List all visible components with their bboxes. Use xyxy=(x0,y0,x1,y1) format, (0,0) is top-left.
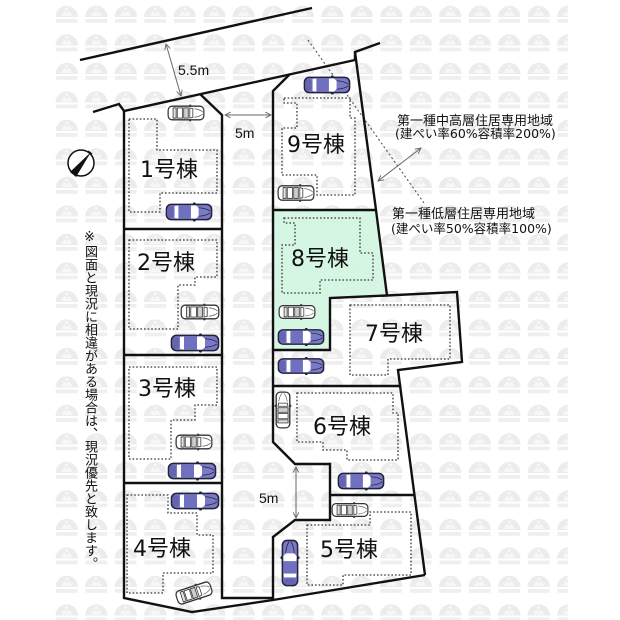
road-width-label: 5.5m xyxy=(178,62,209,78)
lot-divider-8-7 xyxy=(273,294,388,352)
footprint-lot-3 xyxy=(128,366,218,460)
dimension-arrows xyxy=(166,44,421,518)
parked-car-white xyxy=(180,303,220,321)
road-lower-edge xyxy=(92,58,356,114)
road-upper-edge xyxy=(79,6,313,62)
parked-car-white xyxy=(175,433,213,451)
lot-label-6: 6号棟 xyxy=(313,415,371,440)
footprint-lot-8 xyxy=(281,217,374,294)
disclaimer-note: ※図面と現況に相違がある場合は、現況優先と致します。 xyxy=(82,230,97,570)
parked-car-blue xyxy=(277,357,325,375)
parked-car-blue xyxy=(167,461,217,481)
footprint-lot-6 xyxy=(296,392,399,461)
parked-car-blue xyxy=(277,328,325,346)
parked-car-white xyxy=(331,502,369,518)
lot-label-5: 5号棟 xyxy=(320,538,378,563)
parked-car-blue xyxy=(280,539,300,587)
left-block-inner-edge xyxy=(199,93,273,600)
right-block-inner-edge xyxy=(271,73,332,600)
parked-car-blue xyxy=(337,471,385,491)
private-road-width-label: 5m xyxy=(235,125,254,141)
zoning-split-arrow xyxy=(378,148,421,181)
lot-label-9: 9号棟 xyxy=(287,133,345,158)
lot-label-7: 7号棟 xyxy=(365,322,423,347)
parked-car-white xyxy=(278,304,316,320)
footprint-lot-7 xyxy=(349,304,451,376)
left-block-outer-edge xyxy=(122,111,426,614)
lot-boundaries xyxy=(79,6,464,614)
lot-label-4: 4号棟 xyxy=(133,537,191,562)
lot-label-8: 8号棟 xyxy=(291,247,349,272)
parked-car-blue xyxy=(170,333,220,353)
footprint-lot-1 xyxy=(128,118,218,213)
parked-car-blue xyxy=(303,75,351,95)
zoning-name-upper: 第一種中高層住居専用地域 xyxy=(397,113,553,129)
lot-label-3: 3号棟 xyxy=(138,377,196,402)
north-arrow-icon xyxy=(67,149,95,177)
parked-car-blue xyxy=(165,202,213,222)
parked-car-white xyxy=(277,184,315,202)
footprint-lot-4 xyxy=(126,494,214,594)
zoning-name-lower: 第一種低層住居専用地域 xyxy=(392,206,535,222)
parked-car-white xyxy=(274,391,292,429)
zoning-ratios-lower: (建ぺい率50%容積率100%) xyxy=(391,221,552,236)
turnaround-width-label: 5m xyxy=(259,490,278,506)
parked-car-white xyxy=(167,104,205,122)
building-footprints xyxy=(126,97,451,594)
footprint-lot-5 xyxy=(306,511,412,586)
footprint-lot-2 xyxy=(128,239,218,330)
road-width-arrow xyxy=(166,44,181,96)
lot-label-1: 1号棟 xyxy=(140,158,198,183)
zoning-ratios-upper: (建ぺい率60%容積率200%) xyxy=(395,126,556,141)
parked-car-blue xyxy=(170,491,220,511)
lot-label-2: 2号棟 xyxy=(137,251,195,276)
